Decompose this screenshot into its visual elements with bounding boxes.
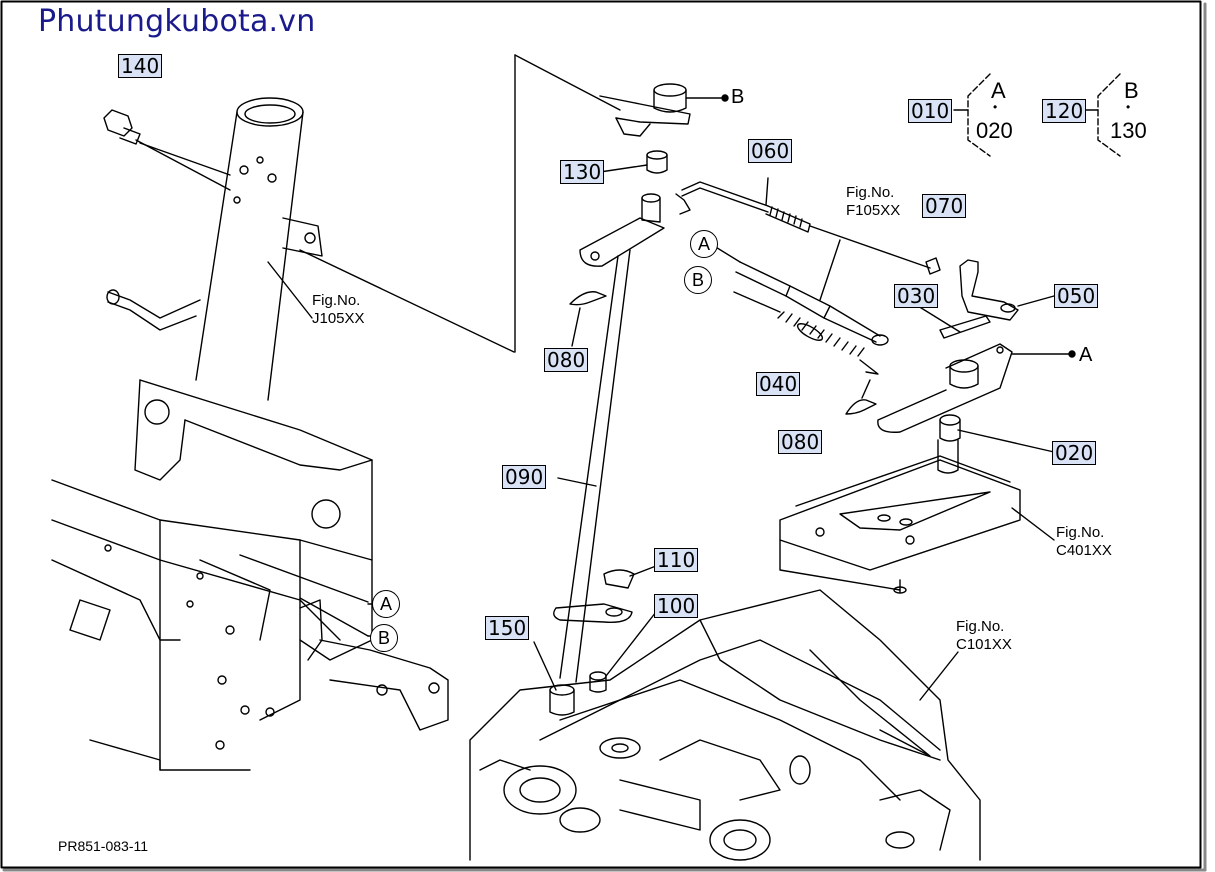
- part-label-090[interactable]: 090: [502, 465, 547, 489]
- fig-ref-c101[interactable]: Fig.No. C101XX: [956, 618, 1012, 654]
- part-label-130[interactable]: 130: [560, 160, 605, 184]
- fig-ref-c101-line2: C101XX: [956, 636, 1012, 653]
- top-bracket: [599, 83, 729, 137]
- part-label-040[interactable]: 040: [756, 372, 801, 396]
- point-a-right: A: [1079, 344, 1093, 366]
- fig-ref-c101-line1: Fig.No.: [956, 618, 1005, 635]
- part-label-120[interactable]: 120: [1042, 99, 1087, 123]
- part-label-080-right[interactable]: 080: [778, 430, 823, 454]
- circled-a-frame: A: [372, 590, 400, 618]
- part-label-030[interactable]: 030: [894, 284, 939, 308]
- part-label-010[interactable]: 010: [908, 99, 953, 123]
- fig-ref-f105[interactable]: Fig.No. F105XX: [846, 184, 900, 220]
- guide-plate: [779, 455, 1055, 594]
- legend-b-bottom: 130: [1110, 118, 1147, 143]
- pin-080-left: [569, 291, 607, 347]
- point-b-top: B: [731, 86, 745, 108]
- lever-020: [877, 343, 1076, 474]
- part-label-100[interactable]: 100: [654, 594, 699, 618]
- part-label-020[interactable]: 020: [1052, 441, 1097, 465]
- circled-b-frame: B: [370, 624, 398, 652]
- legend-b-top: B: [1124, 78, 1139, 103]
- fig-ref-f105-line2: F105XX: [846, 202, 901, 219]
- fig-ref-j105[interactable]: Fig.No. J105XX: [312, 292, 365, 328]
- fig-ref-c401-line1: Fig.No.: [1056, 524, 1105, 541]
- part-label-110[interactable]: 110: [654, 548, 699, 572]
- circled-a-cable: A: [690, 230, 718, 258]
- legend-a-bottom: 020: [976, 118, 1013, 143]
- bolt-140: [103, 109, 231, 191]
- legend-b-dot: •: [1126, 100, 1131, 114]
- legend-a-dot: •: [993, 100, 998, 114]
- diagram-code: PR851-083-11: [58, 838, 149, 854]
- fig-ref-j105-line1: Fig.No.: [312, 292, 361, 309]
- cable-spring-040: [713, 239, 889, 375]
- lever-050: [917, 257, 1055, 339]
- part-label-140[interactable]: 140: [118, 54, 163, 78]
- lower-parts: [533, 565, 657, 716]
- site-title[interactable]: Phutungkubota.vn: [38, 4, 316, 39]
- part-label-050[interactable]: 050: [1054, 284, 1099, 308]
- part-label-150[interactable]: 150: [485, 616, 530, 640]
- shift-rod-090: [553, 193, 665, 683]
- frame-body: [51, 379, 449, 771]
- bush-130: [599, 150, 668, 174]
- fig-ref-c401[interactable]: Fig.No. C401XX: [1056, 524, 1112, 560]
- legend-a-top: A: [991, 78, 1006, 103]
- steering-column: [106, 97, 323, 401]
- part-label-080-left[interactable]: 080: [544, 348, 589, 372]
- fig-ref-c401-line2: C401XX: [1056, 542, 1112, 559]
- fig-ref-f105-line1: Fig.No.: [846, 184, 895, 201]
- transmission-housing: [469, 589, 981, 861]
- part-label-070[interactable]: 070: [922, 194, 967, 218]
- pin-080-right: [845, 379, 877, 415]
- circled-b-cable: B: [684, 266, 712, 294]
- part-label-060[interactable]: 060: [748, 139, 793, 163]
- fig-ref-j105-line2: J105XX: [312, 310, 365, 327]
- rod-060: [675, 177, 931, 269]
